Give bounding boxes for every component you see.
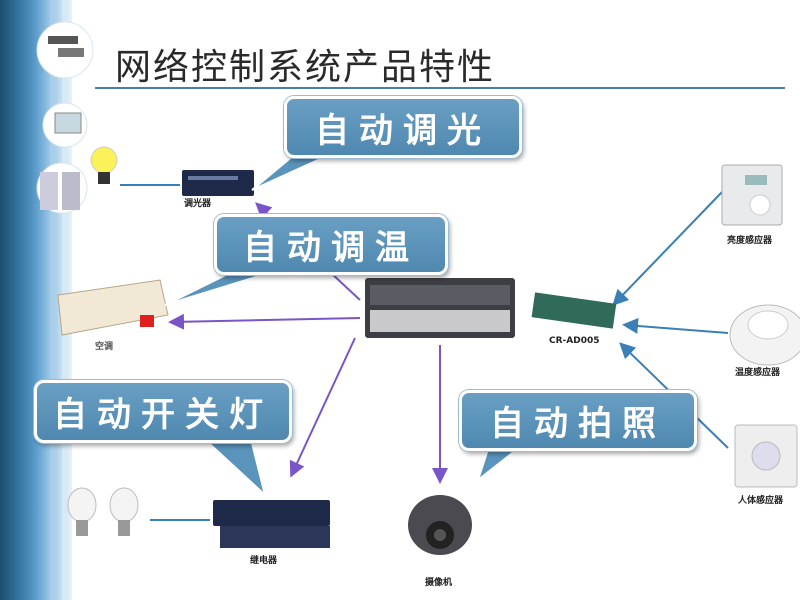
brightness-sensor bbox=[721, 164, 783, 226]
temperature-sensor bbox=[729, 304, 800, 366]
bulb-icon bbox=[67, 487, 97, 536]
relay-device bbox=[213, 500, 330, 548]
thumbnail-cabinet bbox=[36, 162, 88, 214]
label-temperature-sensor: 温度感应器 bbox=[735, 368, 781, 378]
arrow-to-ac bbox=[168, 313, 361, 330]
arrow-temperature-sensor bbox=[622, 317, 729, 334]
thumbnail-av-equipment bbox=[36, 21, 94, 79]
dimmer-device bbox=[182, 170, 254, 196]
callout-auto-photo: 自动拍照 bbox=[459, 390, 697, 451]
callout-auto-lights: 自动开关灯 bbox=[34, 380, 292, 443]
cr-ad005-module bbox=[531, 292, 617, 329]
callout-auto-dimming: 自动调光 bbox=[284, 96, 522, 158]
label-brightness-sensor: 亮度感应器 bbox=[727, 236, 773, 246]
thumbnail-touch-panel bbox=[42, 102, 88, 148]
label-air-conditioner: 空调 bbox=[95, 342, 114, 352]
bulb-icon bbox=[109, 487, 139, 536]
body-sensor bbox=[734, 424, 798, 488]
callout-auto-temperature: 自动调温 bbox=[214, 214, 448, 275]
label-dimmer: 调光器 bbox=[184, 199, 212, 209]
arrow-brightness-sensor bbox=[612, 191, 723, 306]
camera-device bbox=[408, 495, 472, 555]
air-conditioner bbox=[57, 279, 169, 336]
central-controller bbox=[365, 278, 515, 338]
callout-tail bbox=[197, 434, 267, 499]
label-camera: 摄像机 bbox=[425, 578, 453, 588]
title-underline bbox=[95, 87, 785, 89]
label-body-sensor: 人体感应器 bbox=[738, 496, 784, 506]
page-title: 网络控制系统产品特性 bbox=[115, 47, 496, 88]
bulb-icon-top bbox=[90, 146, 118, 184]
label-relay: 继电器 bbox=[250, 556, 278, 566]
arrow-to-relay bbox=[289, 337, 356, 478]
label-module: CR-AD005 bbox=[549, 336, 600, 346]
